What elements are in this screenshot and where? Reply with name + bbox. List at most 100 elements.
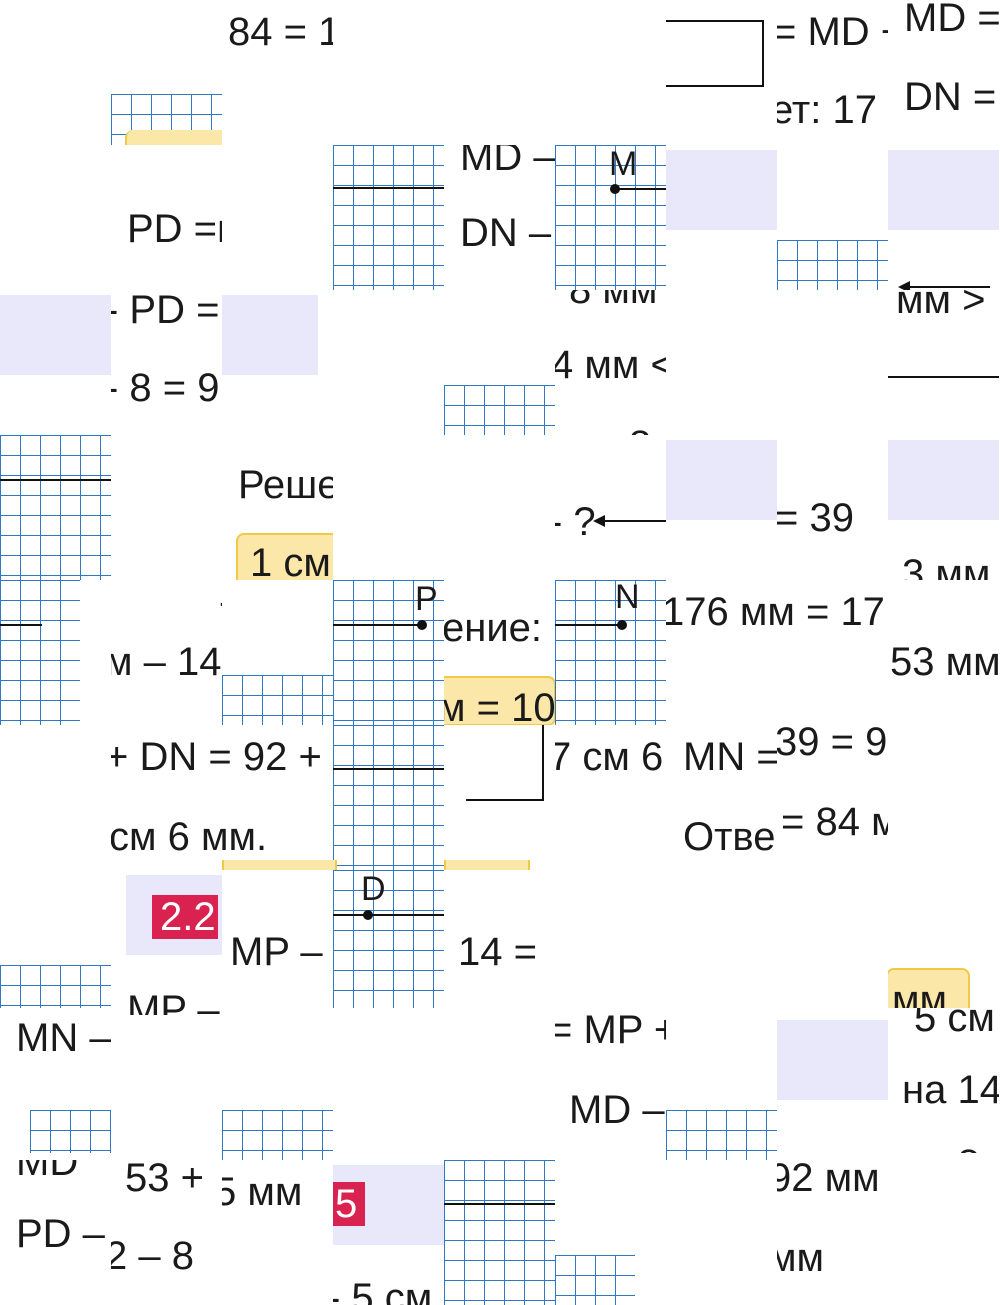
math-text: см 6 мм. bbox=[111, 815, 268, 859]
math-text: 84 = 1 bbox=[228, 10, 333, 54]
segment bbox=[444, 1203, 555, 1205]
tile: + DN = 92 + см 6 мм. bbox=[111, 725, 333, 870]
point-p bbox=[417, 620, 427, 630]
tile: 7 см 6 MN = Отве bbox=[555, 725, 777, 870]
math-text: MD = bbox=[904, 0, 999, 40]
math-text: MD – bbox=[569, 1088, 665, 1132]
math-text: 8 мм bbox=[569, 290, 658, 312]
point-n bbox=[617, 620, 627, 630]
bracket-line bbox=[762, 20, 764, 86]
math-text: DN – bbox=[460, 211, 552, 255]
highlight bbox=[444, 676, 555, 725]
tile: 92 мм мм bbox=[777, 1160, 888, 1305]
point-d bbox=[363, 910, 373, 920]
grid-paper bbox=[222, 675, 333, 725]
point-label: N bbox=[615, 580, 640, 616]
lavender-cell bbox=[777, 1020, 888, 1100]
math-text: = MP + bbox=[555, 1008, 666, 1052]
tile: 14 = bbox=[444, 870, 555, 1015]
math-text: MN = bbox=[683, 735, 777, 779]
segment bbox=[333, 914, 444, 916]
math-text: = 39 bbox=[777, 496, 854, 540]
tile bbox=[111, 0, 222, 145]
math-text: DN = bbox=[904, 75, 997, 119]
tile: 8 мм 4 мм < - на 8 bbox=[555, 290, 666, 435]
lavender-cell bbox=[222, 295, 318, 375]
tile: - 5 см bbox=[333, 1250, 444, 1305]
math-text: - ? bbox=[555, 500, 596, 540]
math-text: PD – bbox=[16, 1212, 105, 1256]
grid-paper bbox=[444, 1160, 555, 1305]
tile: MD – DN – bbox=[444, 145, 555, 290]
tile: 84 = 1 bbox=[222, 0, 333, 145]
tile: 5 мм bbox=[222, 1160, 333, 1305]
grid-paper: N bbox=[555, 580, 666, 725]
bracket-line bbox=[666, 20, 764, 22]
tile: - PD = - 8 = 9 bbox=[111, 290, 222, 435]
arrow bbox=[898, 281, 990, 290]
point-m bbox=[610, 184, 620, 194]
tile: 3 мм bbox=[888, 540, 999, 580]
math-text: Отве bbox=[683, 815, 776, 859]
tile: 39 = 9 = 84 м bbox=[777, 720, 888, 865]
segment bbox=[333, 768, 444, 770]
lavender-cell bbox=[888, 150, 999, 230]
math-text: - PD = bbox=[111, 290, 220, 332]
tile: = MP + MD – bbox=[555, 1008, 666, 1153]
math-text: 39 = 9 bbox=[777, 720, 888, 764]
math-text: - ? bbox=[219, 582, 222, 622]
grid-paper bbox=[0, 965, 111, 1015]
grid-paper bbox=[666, 1110, 777, 1160]
bracket-line bbox=[666, 85, 764, 87]
math-text: 5 мм bbox=[222, 1170, 303, 1214]
math-text: - 5 см bbox=[333, 1276, 433, 1305]
exercise-badge: 5 bbox=[333, 1182, 366, 1226]
tile bbox=[444, 725, 555, 870]
bracket-line bbox=[542, 725, 544, 801]
arrow bbox=[593, 515, 666, 527]
lavender-cell bbox=[666, 440, 777, 520]
math-text: 176 мм = 17 bbox=[666, 590, 885, 634]
math-text: на 8 bbox=[902, 1144, 980, 1153]
grid-paper: P bbox=[333, 580, 444, 725]
math-text: MN – bbox=[16, 1016, 111, 1060]
point-label: D bbox=[361, 870, 386, 908]
tile: мм > bbox=[888, 290, 999, 435]
segment bbox=[888, 376, 999, 378]
grid-paper: D bbox=[333, 870, 444, 1008]
tile: - ? м – 14 bbox=[111, 580, 222, 725]
math-text: = 84 м bbox=[781, 800, 888, 844]
tile: MP – bbox=[222, 870, 333, 1015]
tile: 53 + 2 – 8 bbox=[111, 1160, 222, 1305]
tile: MN – bbox=[0, 1008, 111, 1153]
math-text: Реше bbox=[238, 463, 333, 507]
exercise-badge: 2.2 bbox=[152, 895, 218, 939]
math-text: на 14 bbox=[902, 1068, 999, 1112]
tile: = 39 bbox=[777, 480, 888, 540]
math-text: мм > bbox=[896, 290, 986, 322]
math-text: 4 мм < bbox=[555, 343, 666, 387]
math-text: + DN = 92 + bbox=[111, 735, 322, 779]
point-label: P bbox=[415, 580, 438, 618]
math-text: ет: 17 bbox=[777, 88, 877, 132]
lavender-cell bbox=[0, 295, 111, 375]
math-text: 53 мм bbox=[890, 640, 999, 684]
segment bbox=[0, 624, 42, 626]
math-text: 53 + bbox=[125, 1160, 204, 1200]
tile: ение: м = 10 bbox=[444, 580, 555, 725]
point-label: M bbox=[609, 145, 638, 183]
grid-paper bbox=[333, 145, 444, 290]
math-text: - на 8 bbox=[555, 425, 651, 435]
tile: 53 мм bbox=[888, 580, 999, 725]
math-text: MP – bbox=[127, 990, 220, 1015]
tile: MD = DN = bbox=[888, 0, 999, 145]
math-text: 2 – 8 bbox=[111, 1234, 194, 1278]
grid-paper bbox=[444, 385, 555, 435]
tile: 176 мм = 17 bbox=[666, 580, 888, 725]
tile: MD PD – bbox=[0, 1160, 111, 1305]
math-text: м – 14 bbox=[111, 640, 222, 684]
math-text: = MD + bbox=[777, 10, 888, 54]
math-text: 5 см bbox=[914, 1008, 995, 1040]
tile: Реше 1 см bbox=[222, 435, 333, 580]
segment bbox=[615, 188, 666, 190]
